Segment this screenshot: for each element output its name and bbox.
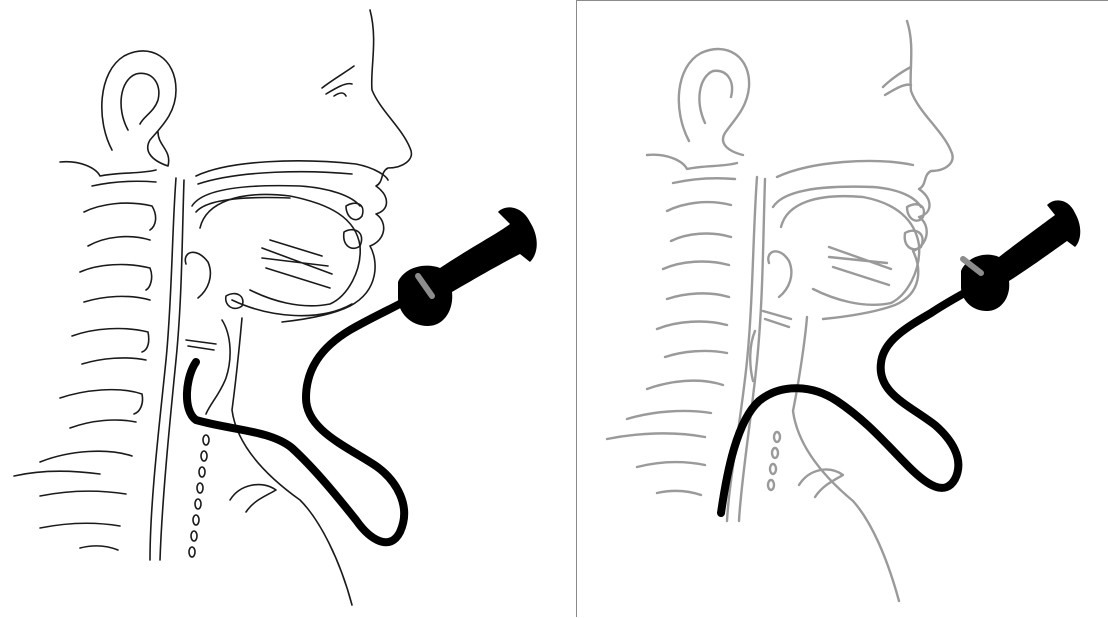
left-illustration-panel <box>0 0 560 617</box>
face-profile <box>823 21 953 319</box>
right-anatomy-illustration <box>577 1 1108 618</box>
ear-inner <box>121 73 159 130</box>
nasal-floor <box>198 172 352 184</box>
tongue-lines <box>262 240 332 288</box>
scope-handle <box>398 207 537 326</box>
thyroid-cartilage <box>206 320 230 414</box>
pharynx-wall-inner <box>739 179 765 521</box>
epiglottis <box>185 252 210 298</box>
ear-inner <box>699 71 732 123</box>
trachea-rings <box>189 435 209 557</box>
tongue <box>200 194 360 305</box>
eye <box>322 66 354 96</box>
scope-insertion-cord <box>187 296 414 542</box>
hard-palate <box>192 186 360 206</box>
face-profile <box>282 10 411 322</box>
ear-outline <box>102 51 176 166</box>
tongue-lines <box>829 247 891 285</box>
airway-front <box>232 318 352 605</box>
ear-outline <box>679 49 749 155</box>
trachea-rings <box>768 432 780 490</box>
cervical-spine <box>14 162 156 550</box>
fiberoptic-scope <box>187 207 537 542</box>
teeth-upper <box>346 203 363 219</box>
eye <box>883 67 911 95</box>
head-profile-outline-soft <box>607 21 953 601</box>
scope-handle <box>961 200 1080 311</box>
clavicle <box>230 485 276 512</box>
epiglottis <box>768 251 791 297</box>
clavicle <box>799 470 843 497</box>
skull-base <box>777 161 913 177</box>
cervical-spine <box>607 155 737 495</box>
tongue <box>781 196 919 305</box>
left-anatomy-illustration <box>0 0 560 617</box>
right-illustration-panel <box>576 0 1108 617</box>
vocal-cords <box>186 340 216 350</box>
pharynx-wall-inner <box>160 180 184 560</box>
teeth <box>905 204 924 249</box>
